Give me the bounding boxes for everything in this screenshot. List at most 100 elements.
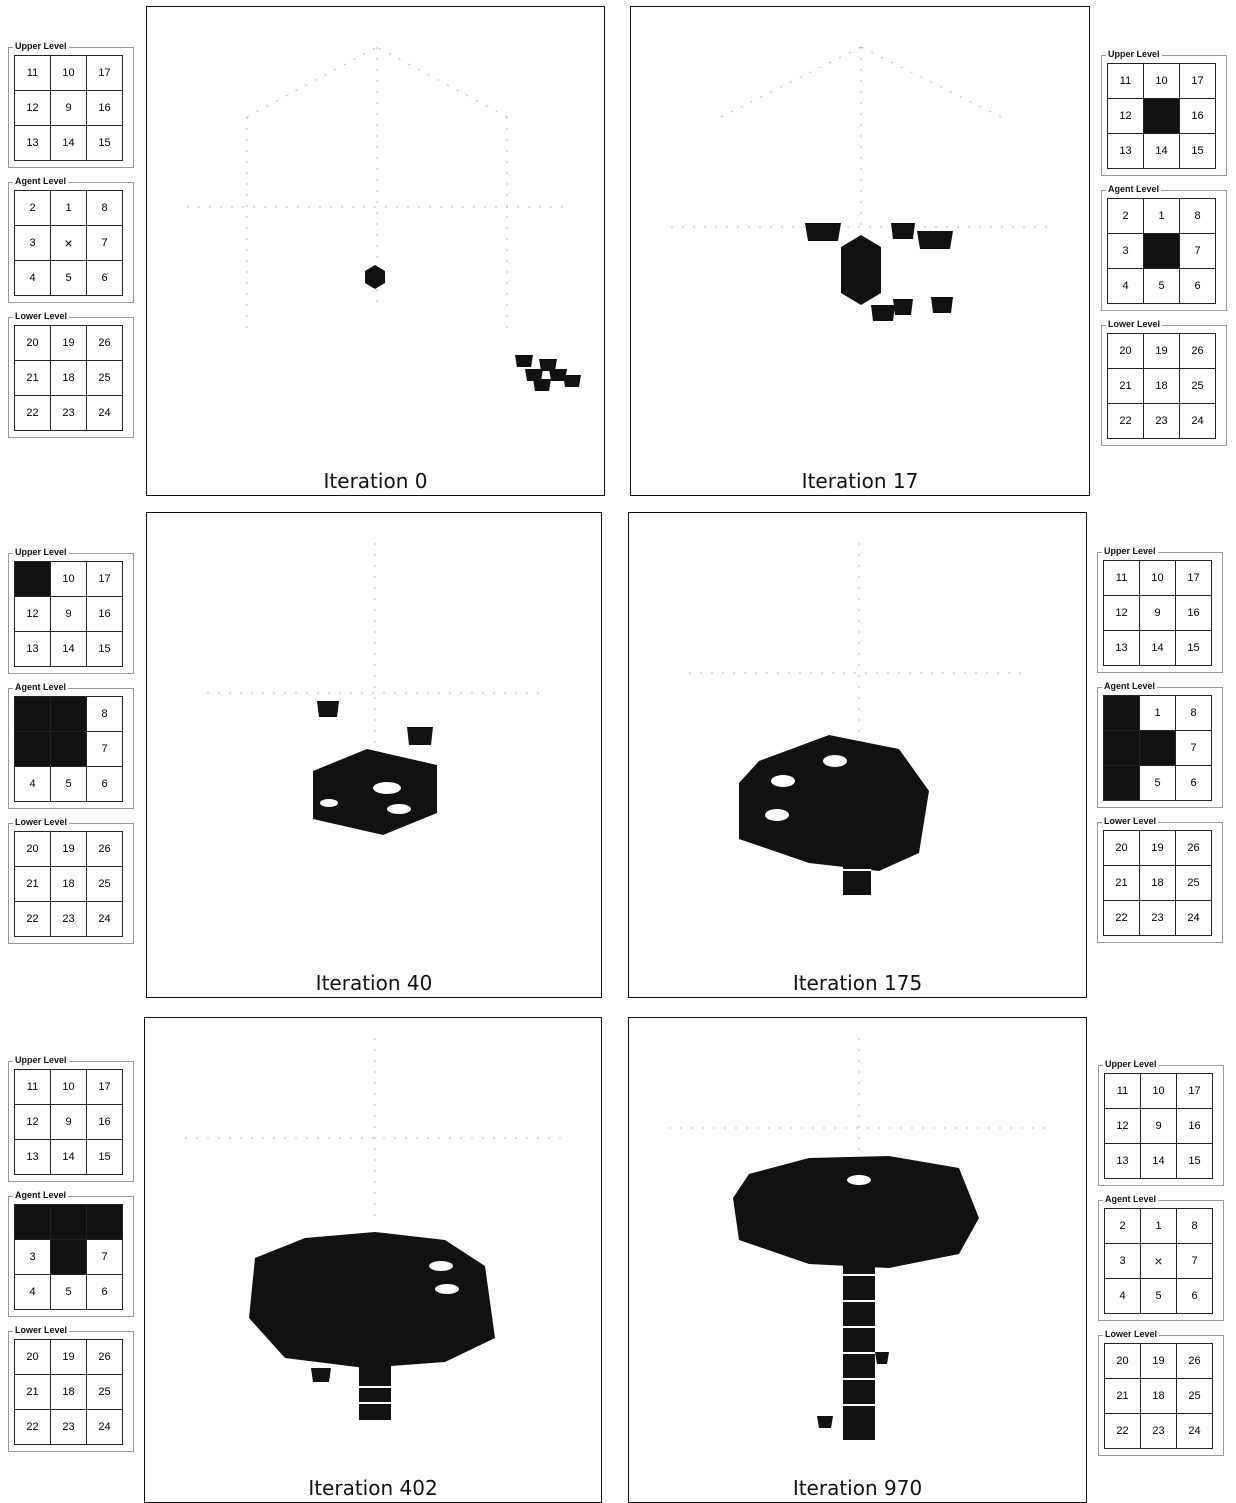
grid-cell: 9 <box>51 597 87 632</box>
grid-cell: 19 <box>1141 1344 1177 1379</box>
grid-cell: 25 <box>87 361 123 396</box>
scene-2-graphic <box>147 513 602 998</box>
grid-cell: 23 <box>1144 404 1180 439</box>
grid-cell: 10 <box>1141 1074 1177 1109</box>
occupied-cell <box>87 1205 123 1240</box>
lower-level-title: Lower Level <box>13 816 69 828</box>
grid-cell: 3 <box>1105 1244 1141 1279</box>
grid-cell: 15 <box>1177 1144 1213 1179</box>
grid-cell: 19 <box>1140 831 1176 866</box>
grid-cell: 6 <box>87 261 123 296</box>
grid-cell: 26 <box>1176 831 1212 866</box>
grid-cell: 14 <box>51 632 87 667</box>
grid-cell: 25 <box>87 1375 123 1410</box>
grid-cell: 8 <box>87 191 123 226</box>
grid-cell: 4 <box>1108 269 1144 304</box>
grid-cell: 13 <box>15 632 51 667</box>
grid-cell: 24 <box>87 1410 123 1445</box>
lower-level-title: Lower Level <box>13 1324 69 1336</box>
grid-cell: 16 <box>1177 1109 1213 1144</box>
occupied-cell <box>1104 731 1140 766</box>
grid-cell: 1 <box>1140 696 1176 731</box>
grid-cell: 23 <box>51 902 87 937</box>
grid-cell: 16 <box>87 597 123 632</box>
occupied-cell <box>15 1205 51 1240</box>
occupied-cell <box>51 1205 87 1240</box>
grid-cell: 9 <box>51 91 87 126</box>
occupied-cell <box>1144 99 1180 134</box>
scene-0-graphic <box>147 7 605 496</box>
grid-cell: 22 <box>15 1410 51 1445</box>
grid-cell: 3 <box>1108 234 1144 269</box>
grid-cell: 17 <box>87 1070 123 1105</box>
grid-cell: 9 <box>1140 596 1176 631</box>
grid-cell: 14 <box>1144 134 1180 169</box>
grid-cell: 5 <box>1141 1279 1177 1314</box>
grid-cell: 23 <box>1140 901 1176 936</box>
grid-cell: 22 <box>15 396 51 431</box>
grid-cell: 15 <box>1176 631 1212 666</box>
iteration-caption: Iteration 17 <box>631 469 1089 493</box>
grid-cell: 24 <box>87 902 123 937</box>
scene-3-graphic <box>629 513 1087 998</box>
occupied-cell <box>1104 766 1140 801</box>
grid-cell: 8 <box>1180 199 1216 234</box>
grid-cell: 13 <box>15 1140 51 1175</box>
upper-level-title: Upper Level <box>13 546 69 558</box>
grid-cell: 20 <box>15 326 51 361</box>
grid-cell: 3 <box>15 226 51 261</box>
grid-cell: 4 <box>1105 1279 1141 1314</box>
iteration-caption: Iteration 0 <box>147 469 604 493</box>
grid-cell: 16 <box>1180 99 1216 134</box>
grid-cell: 11 <box>15 56 51 91</box>
scene-view-2: Iteration 40 <box>146 512 602 998</box>
grid-cell: 7 <box>1177 1244 1213 1279</box>
grid-cell: 18 <box>51 1375 87 1410</box>
grid-cell: 11 <box>1104 561 1140 596</box>
lower-level-title: Lower Level <box>1102 815 1158 827</box>
grid-cell: 19 <box>51 1340 87 1375</box>
grid-cell: 25 <box>1180 369 1216 404</box>
grid-cell: 25 <box>1176 866 1212 901</box>
grid-cell: 13 <box>1108 134 1144 169</box>
grid-cell: 5 <box>1140 766 1176 801</box>
occupied-cell <box>1144 234 1180 269</box>
grid-cell: 1 <box>1141 1209 1177 1244</box>
occupied-cell <box>15 697 51 732</box>
grid-cell: 25 <box>1177 1379 1213 1414</box>
grid-cell: 2 <box>1105 1209 1141 1244</box>
grid-cell: 17 <box>1177 1074 1213 1109</box>
grid-cell: 11 <box>15 1070 51 1105</box>
grid-cell: 8 <box>1176 696 1212 731</box>
grid-cell: 5 <box>1144 269 1180 304</box>
grid-cell: 18 <box>1141 1379 1177 1414</box>
grid-cell: 2 <box>15 191 51 226</box>
grid-cell: 16 <box>87 91 123 126</box>
grid-cell: 2 <box>1108 199 1144 234</box>
grid-cell: 14 <box>1141 1144 1177 1179</box>
grid-cell: 11 <box>1105 1074 1141 1109</box>
grid-cell: 12 <box>15 597 51 632</box>
scene-view-5: Iteration 970 <box>628 1017 1087 1503</box>
grid-cell: 21 <box>1108 369 1144 404</box>
grid-cell: 26 <box>87 832 123 867</box>
grid-cell: 8 <box>87 697 123 732</box>
